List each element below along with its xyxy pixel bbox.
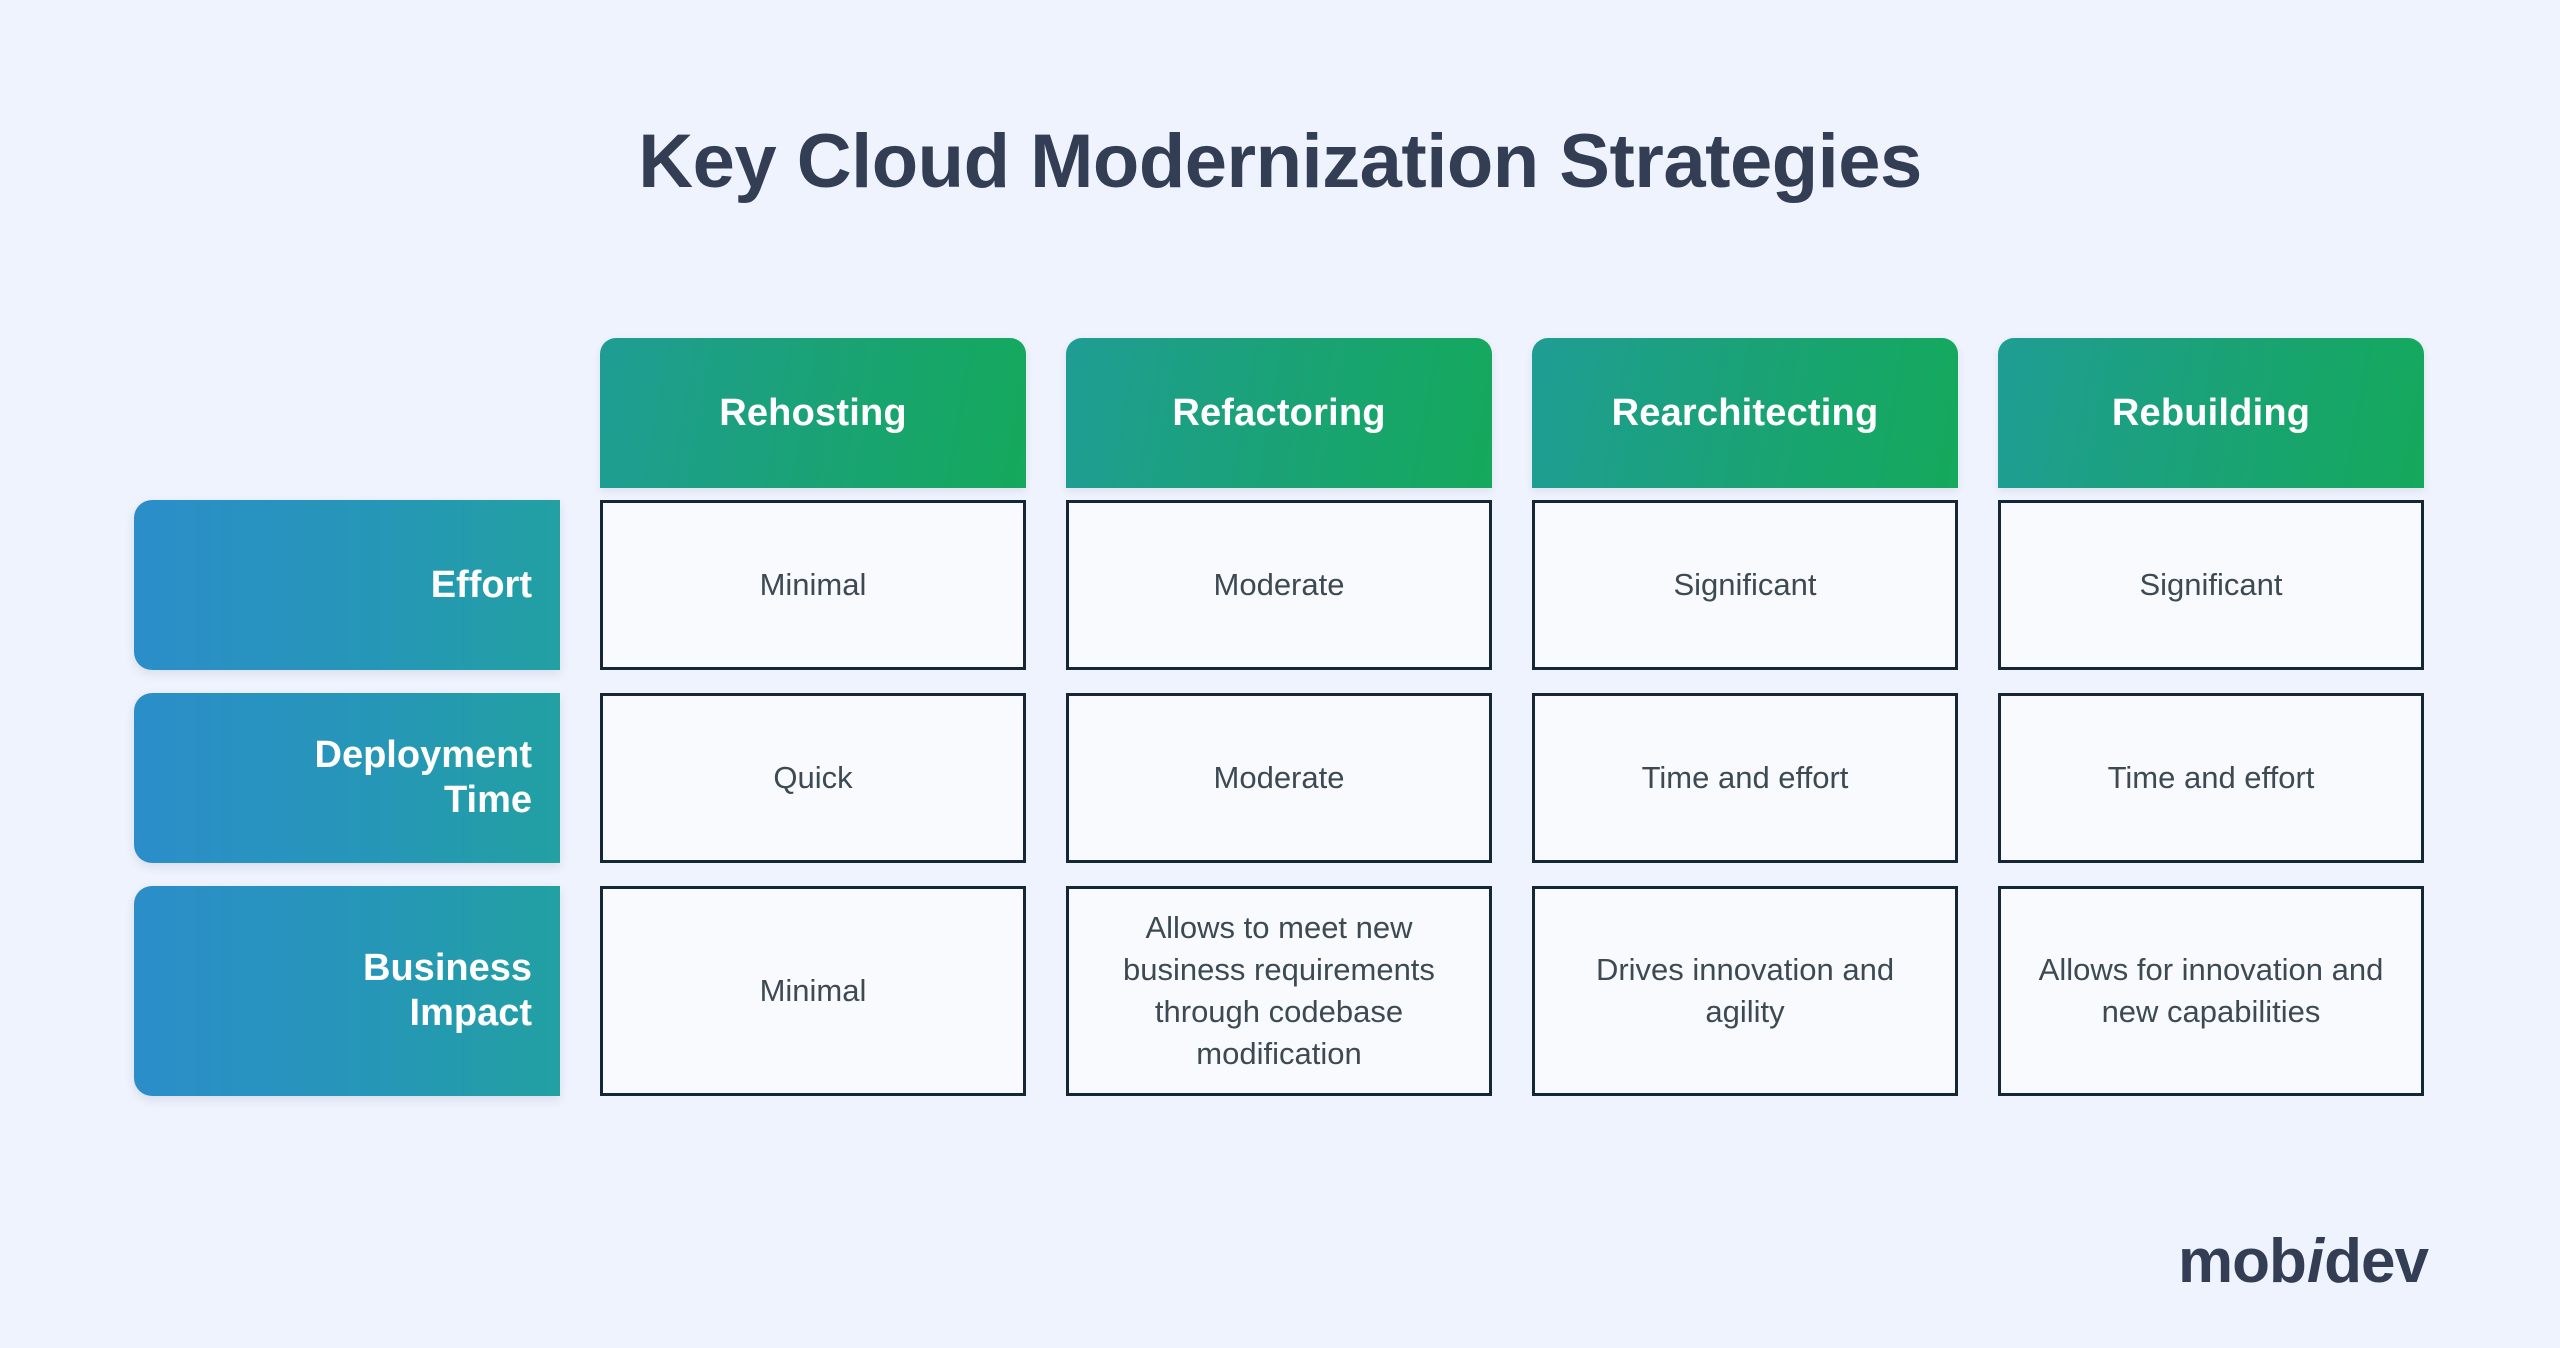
cell-slot-effort-rebuilding: Significant: [1998, 500, 2424, 670]
cell-slot-impact-rebuilding: Allows for innovation and new capabiliti…: [1998, 886, 2424, 1096]
column-header-rearchitecting[interactable]: Rearchitecting: [1532, 338, 1958, 488]
column-header-rehosting[interactable]: Rehosting: [600, 338, 1026, 488]
row-label-deployment-time[interactable]: Deployment Time: [134, 693, 560, 863]
cell-slot-effort-rearchitecting: Significant: [1532, 500, 1958, 670]
comparison-matrix: Rehosting Refactoring Rearchitecting Reb…: [134, 338, 2426, 1098]
row-label-slot-effort: Effort: [134, 500, 560, 670]
logo-text-part1: mob: [2178, 1227, 2307, 1296]
cell-effort-refactoring: Moderate: [1066, 500, 1492, 670]
row-label-business-impact-line1: Business: [363, 947, 532, 990]
cell-slot-deployment-rearchitecting: Time and effort: [1532, 693, 1958, 863]
column-header-slot-2: Refactoring: [1066, 338, 1492, 488]
cell-slot-impact-rearchitecting: Drives innovation and agility: [1532, 886, 1958, 1096]
matrix-row-effort: Effort Minimal Moderate Significant Sign…: [134, 500, 2426, 670]
matrix-corner-spacer: [134, 338, 560, 488]
page-title: Key Cloud Modernization Strategies: [638, 119, 1922, 204]
cell-impact-rearchitecting: Drives innovation and agility: [1532, 886, 1958, 1096]
column-header-slot-3: Rearchitecting: [1532, 338, 1958, 488]
row-label-slot-deployment-time: Deployment Time: [134, 693, 560, 863]
cell-deployment-rearchitecting: Time and effort: [1532, 693, 1958, 863]
column-header-refactoring[interactable]: Refactoring: [1066, 338, 1492, 488]
row-label-deployment-time-line2: Time: [443, 779, 532, 821]
cell-slot-deployment-rebuilding: Time and effort: [1998, 693, 2424, 863]
row-label-effort[interactable]: Effort: [134, 500, 560, 670]
cell-effort-rebuilding: Significant: [1998, 500, 2424, 670]
matrix-header-row: Rehosting Refactoring Rearchitecting Reb…: [134, 338, 2426, 488]
column-header-slot-1: Rehosting: [600, 338, 1026, 488]
cell-deployment-refactoring: Moderate: [1066, 693, 1492, 863]
cell-slot-impact-rehosting: Minimal: [600, 886, 1026, 1096]
row-label-deployment-time-line1: Deployment: [314, 734, 532, 777]
cell-slot-deployment-rehosting: Quick: [600, 693, 1026, 863]
cell-deployment-rebuilding: Time and effort: [1998, 693, 2424, 863]
cell-effort-rehosting: Minimal: [600, 500, 1026, 670]
cell-impact-rehosting: Minimal: [600, 886, 1026, 1096]
cell-slot-effort-rehosting: Minimal: [600, 500, 1026, 670]
matrix-row-deployment-time: Deployment Time Quick Moderate Time and …: [134, 693, 2426, 863]
column-header-rebuilding[interactable]: Rebuilding: [1998, 338, 2424, 488]
cell-slot-effort-refactoring: Moderate: [1066, 500, 1492, 670]
matrix-row-business-impact: Business Impact Minimal Allows to meet n…: [134, 886, 2426, 1096]
cell-impact-refactoring: Allows to meet new business requirements…: [1066, 886, 1492, 1096]
row-label-effort-line1: Effort: [430, 563, 532, 606]
row-label-business-impact[interactable]: Business Impact: [134, 886, 560, 1096]
cell-slot-deployment-refactoring: Moderate: [1066, 693, 1492, 863]
logo-slant-i: i: [2306, 1227, 2324, 1296]
cell-effort-rearchitecting: Significant: [1532, 500, 1958, 670]
cell-impact-rebuilding: Allows for innovation and new capabiliti…: [1998, 886, 2424, 1096]
row-label-business-impact-line2: Impact: [409, 992, 532, 1034]
cell-deployment-rehosting: Quick: [600, 693, 1026, 863]
row-label-slot-business-impact: Business Impact: [134, 886, 560, 1096]
column-header-slot-4: Rebuilding: [1998, 338, 2424, 488]
cell-slot-impact-refactoring: Allows to meet new business requirements…: [1066, 886, 1492, 1096]
logo-text-part2: dev: [2324, 1227, 2429, 1296]
